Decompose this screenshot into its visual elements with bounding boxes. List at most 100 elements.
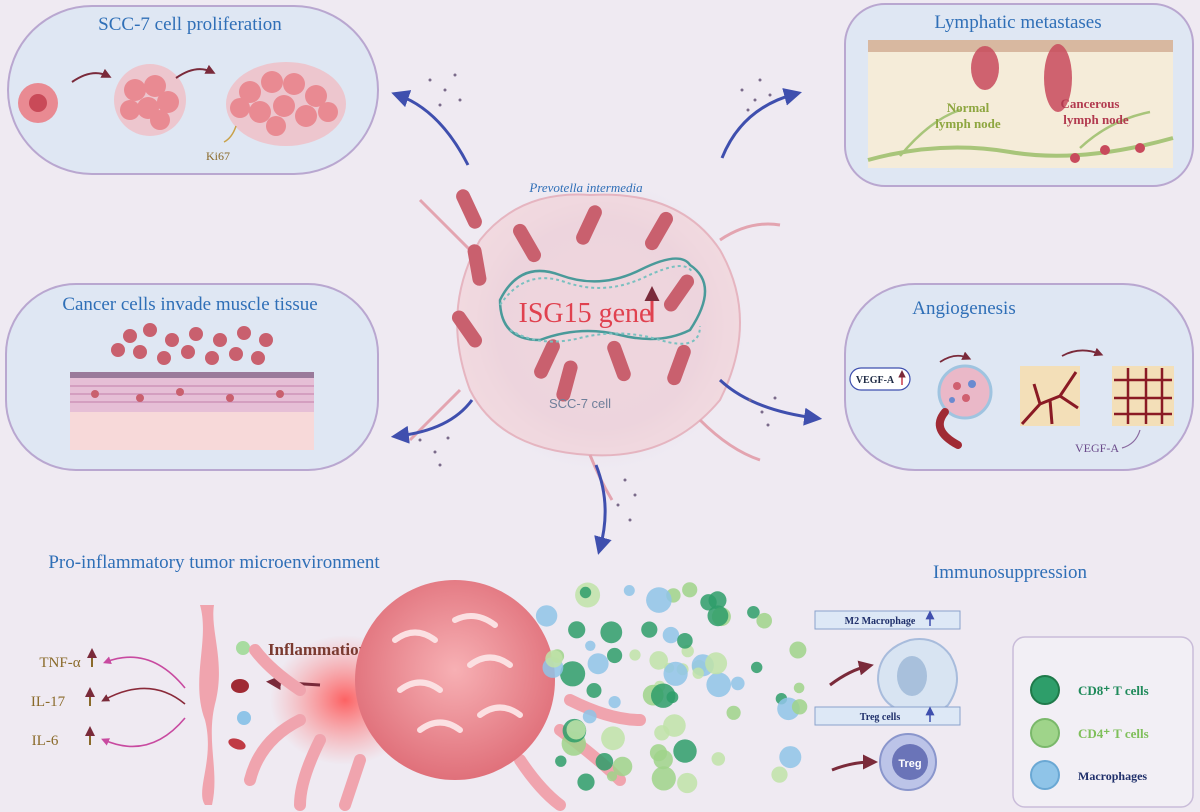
bacteria-icon (513, 223, 541, 263)
panel-invasion: Cancer cells invade muscle tissue (5, 283, 379, 471)
immune-cell (601, 726, 625, 751)
immune-cell (751, 661, 763, 674)
immune-cell (663, 661, 688, 686)
curved-arrow-icon (1061, 347, 1104, 357)
immune-cell (560, 661, 586, 687)
immune-cell (582, 709, 597, 724)
bacteria-icon (576, 205, 602, 245)
immune-cell (779, 746, 802, 769)
curved-arrow-icon (718, 378, 823, 426)
immune-cell (641, 621, 658, 638)
legend-label-cd8: CD8⁺ T cells (1078, 683, 1149, 698)
panel-angiogenesis: Angiogenesis VEGF-A VEGF-A (844, 283, 1194, 471)
immune-cell (568, 621, 586, 639)
immune-cell (663, 714, 686, 737)
legend-label-cd4: CD4⁺ T cells (1078, 726, 1149, 741)
immune-cell (612, 756, 633, 777)
immune-cell (789, 641, 807, 659)
pointer-line (223, 125, 237, 143)
immune-cell (629, 649, 641, 661)
immune-cell (608, 696, 621, 709)
immune-cell (579, 586, 592, 599)
normal-node-label-2: lymph node (935, 116, 1001, 131)
treg-box-label: Treg cells (860, 712, 901, 723)
m2-box (814, 610, 961, 630)
vegf-box-label: VEGF-A (856, 375, 895, 386)
released-cells (228, 641, 251, 750)
immune-cell (700, 594, 717, 611)
immune-cell-field (535, 582, 808, 794)
treg-cell-label: Treg (898, 758, 921, 770)
treg-box (814, 706, 961, 726)
curved-arrow-icon (829, 660, 874, 687)
cytokine-il6: IL-6 (32, 733, 59, 749)
immune-cell (682, 582, 698, 598)
macrophage-icon (1030, 760, 1060, 790)
tumor-invasion-icon (971, 46, 999, 90)
immune-cell (706, 672, 731, 698)
immune-cell (653, 749, 673, 770)
bacteria-icon (456, 189, 482, 229)
membrane-layer (70, 372, 314, 378)
panel-lymphatic: Lymphatic metastases Normal lymph node C… (844, 3, 1194, 187)
immune-cell (793, 682, 805, 694)
immune-cell (606, 771, 618, 782)
treg-cell-icon (879, 733, 937, 791)
immune-cell (646, 587, 672, 613)
bacteria-group (451, 189, 695, 402)
curved-arrow-icon (390, 399, 474, 444)
immune-cell (791, 699, 808, 715)
dna-helix-icon (498, 257, 707, 345)
legend-item-cd4: CD4⁺ T cells (1030, 718, 1149, 748)
curved-arrow-icon (391, 90, 470, 166)
curved-arrow-icon (175, 64, 216, 79)
panel-title-lymphatic: Lymphatic metastases (934, 12, 1101, 33)
immune-cell (535, 605, 558, 627)
curved-arrow-icon (939, 351, 972, 363)
immune-cell (607, 647, 623, 664)
immune-cell (555, 755, 567, 767)
legend-item-cd8: CD8⁺ T cells (1030, 675, 1149, 705)
m2-label: M2 Macrophage (845, 616, 916, 627)
immune-cell (771, 766, 788, 783)
panel-proliferation: SCC-7 cell proliferation Ki67 (7, 5, 379, 175)
vessel-network-panel (1112, 366, 1174, 426)
connective-layer (70, 412, 314, 450)
immune-cell (677, 633, 693, 649)
legend-item-macrophages: Macrophages (1030, 760, 1147, 790)
cancerous-node-label-1: Cancerous (1061, 96, 1120, 111)
bacteria-icon (607, 340, 631, 382)
immune-cell (545, 650, 563, 668)
cytokine-il17: IL-17 (31, 694, 66, 710)
legend: CD8⁺ T cells CD4⁺ T cells Macrophages (1012, 636, 1194, 808)
bacteria-icon (451, 310, 483, 348)
pathway-arrows (390, 88, 823, 555)
bacteria-icon (556, 360, 578, 402)
muscle-layer (70, 378, 314, 412)
immune-cell (662, 626, 680, 644)
curved-arrow-icon (101, 717, 186, 748)
inflammation-label: Inflammation (268, 640, 369, 659)
bacteria-icon (534, 339, 560, 379)
curved-arrow-icon (101, 687, 186, 705)
immune-cell (623, 585, 635, 596)
bacteria-icon (467, 244, 487, 286)
immune-cell (707, 605, 729, 627)
tissue-layer (868, 40, 1173, 168)
curved-arrow-icon (720, 88, 802, 159)
immune-cell (649, 651, 668, 670)
immune-cell (651, 766, 676, 791)
gene-label: ISG15 gene (519, 298, 652, 329)
cd8-cell-icon (1030, 675, 1060, 705)
immune-cell (673, 739, 697, 763)
lymph-vessel (867, 136, 1174, 162)
cancerous-node-label-2: lymph node (1063, 112, 1129, 127)
particle-dots (418, 73, 777, 522)
immune-cell (756, 612, 772, 629)
bacteria-icon (645, 211, 673, 251)
migrating-cells (111, 323, 273, 365)
bacteria-icon (667, 344, 691, 386)
immune-cell (577, 773, 595, 791)
single-cell-icon (18, 83, 58, 123)
